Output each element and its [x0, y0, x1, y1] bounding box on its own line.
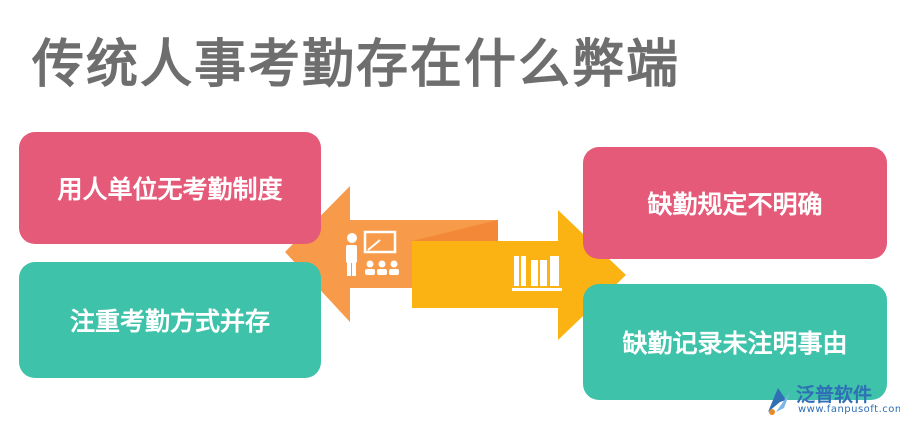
- books-icon: [512, 256, 562, 291]
- logo-name: 泛普软件: [796, 384, 873, 406]
- page-title: 传统人事考勤存在什么弊端: [32, 35, 681, 95]
- right-item-1: 缺勤规定不明确: [583, 147, 887, 259]
- logo-url: www.fanpusoft.com: [798, 404, 900, 415]
- right-item-2: 缺勤记录未注明事由: [583, 284, 887, 400]
- right-item-1-label: 缺勤规定不明确: [647, 190, 823, 219]
- right-item-2-label: 缺勤记录未注明事由: [622, 329, 848, 358]
- left-item-1-label: 用人单位无考勤制度: [57, 175, 283, 204]
- fanpu-logo-icon: [768, 388, 790, 415]
- teacher-presentation-icon: [346, 230, 399, 276]
- brand-logo: 泛普软件 www.fanpusoft.com: [760, 380, 900, 420]
- left-item-2: 注重考勤方式并存: [19, 262, 321, 378]
- left-item-1: 用人单位无考勤制度: [19, 132, 321, 244]
- left-item-2-label: 注重考勤方式并存: [69, 307, 270, 336]
